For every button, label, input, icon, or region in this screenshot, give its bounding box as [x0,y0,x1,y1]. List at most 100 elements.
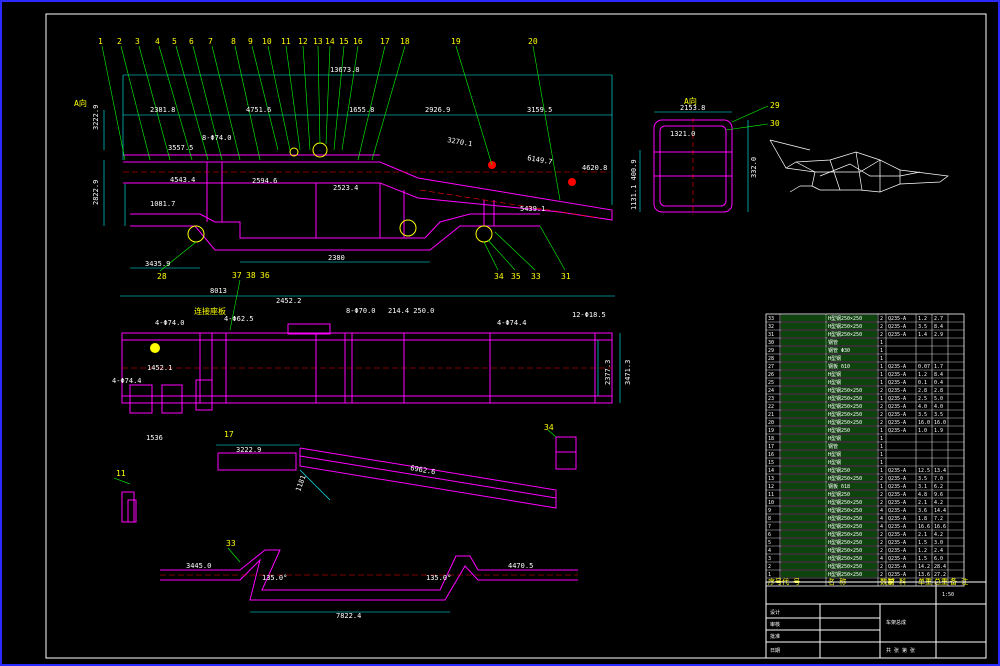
part-number-18: 18 [400,37,410,46]
parts-table-cell: Q235-A [888,332,906,338]
parts-table-cell: 1 [880,436,883,442]
dim-plan-214: 214.4 250.0 [388,307,434,315]
dim-8-phi74: 8-Φ74.0 [202,134,232,142]
parts-table-cell: 1 [880,396,883,402]
parts-table-cell: H型钢250×250 [828,531,862,538]
parts-table-cell: H型钢 [828,371,841,378]
parts-table-cell: 7 [768,524,771,530]
parts-table-row-highlight [781,339,877,345]
parts-table-row-highlight [781,555,877,561]
isometric-view [769,139,949,193]
parts-table-cell: H型钢250×250 [828,563,862,570]
parts-table-cell: H型钢250 [828,491,850,498]
part-number-6: 6 [189,37,194,46]
parts-table-cell: 8 [768,516,771,522]
parts-table-row-highlight [781,451,877,457]
dim-a-height-right: 332.0 [750,157,758,178]
parts-table-cell: 1.2 [918,548,927,554]
part-number-13: 13 [313,37,323,46]
parts-table-row-highlight [781,379,877,385]
dim-a-inner: 1321.0 [670,130,695,138]
dim-plan-1536: 1536 [146,434,163,442]
callout-37: 37 [232,271,242,280]
parts-table-cell: 1 [880,484,883,490]
parts-table-cell: 1 [880,444,883,450]
detail-dim-7822: 7822.4 [336,612,361,620]
dim-1655: 1655.8 [349,106,374,114]
parts-table-row-highlight [781,499,877,505]
callout-31: 31 [561,272,571,281]
parts-table-cell: Q235-A [888,484,906,490]
parts-table-cell: 1.2 [918,316,927,322]
parts-table-cell: 7.0 [934,476,943,482]
parts-table-cell: H型钢250×250 [828,387,862,394]
parts-table-cell: 20 [768,420,774,426]
parts-table-cell: 28.4 [934,564,946,570]
part-number-14: 14 [325,37,335,46]
parts-table-cell: 9 [768,508,771,514]
parts-table-row-highlight [781,347,877,353]
parts-table-cell: Q235-A [888,548,906,554]
parts-table-cell: 2.8 [934,388,943,394]
parts-table-cell: 33 [768,316,774,322]
parts-table-row-highlight [781,459,877,465]
parts-table-cell: 2 [880,492,883,498]
detail-dim-3445: 3445.0 [186,562,211,570]
parts-table-cell: Q235-A [888,500,906,506]
parts-table-cell: H型钢250 [828,427,850,434]
parts-table-cell: 16 [768,452,774,458]
parts-table-cell: H型钢250×250 [828,571,862,578]
parts-table-cell: H型钢250×250 [828,555,862,562]
parts-table-row-highlight [781,355,877,361]
parts-table-cell: 0.1 [918,380,927,386]
parts-table-cell: 3.5 [918,324,927,330]
parts-table-cell: 1 [880,460,883,466]
parts-table-cell: 钢管 Φ30 [828,347,850,354]
parts-table-cell: 1.4 [918,332,927,338]
parts-table-cell: H型钢250 [828,467,850,474]
parts-table-cell: 1.7 [934,364,943,370]
dim-a-height-left: 1131.1 400.9 [630,159,638,210]
dim-a-width: 2153.8 [680,104,705,112]
dim-2380: 2380 [328,254,345,262]
parts-table-cell: 钢板 δ10 [828,363,850,370]
parts-table-cell: 2 [880,476,883,482]
parts-table-row-highlight [781,507,877,513]
parts-table-row-highlight [781,363,877,369]
parts-table-cell: 3.6 [918,508,927,514]
parts-table-cell: H型钢250×250 [828,403,862,410]
dim-3557: 3557.5 [168,144,193,152]
parts-table-cell: 16.6 [918,524,930,530]
parts-table-cell: 2 [880,388,883,394]
parts-table-row-highlight [781,331,877,337]
parts-table-cell: 2 [880,540,883,546]
part-number-2: 2 [117,37,122,46]
detail-dim-4470: 4470.5 [508,562,533,570]
dim-2822: 2822.9 [92,180,100,205]
part-number-3: 3 [135,37,140,46]
parts-table-cell: Q235-A [888,508,906,514]
parts-table-cell: 3.5 [918,476,927,482]
parts-table-cell: H型钢250×250 [828,395,862,402]
parts-table-cell: 27 [768,364,774,370]
parts-table-cell: 11 [768,492,774,498]
parts-table-cell: 17 [768,444,774,450]
parts-table-cell: 1.5 [918,556,927,562]
parts-table-cell: 27.2 [934,572,946,578]
parts-table-cell: 7.2 [934,516,943,522]
parts-table-cell: 钢管 [828,339,838,346]
parts-table-cell: 6.2 [934,484,943,490]
parts-table-cell: 31 [768,332,774,338]
parts-table-cell: 1 [880,340,883,346]
parts-table-cell: Q235-A [888,380,906,386]
dim-3222: 3222.9 [92,105,100,130]
parts-table-cell: 3 [768,556,771,562]
parts-table-cell: 1 [880,356,883,362]
parts-table-cell: H型钢250×250 [828,547,862,554]
parts-table-cell: Q235-A [888,476,906,482]
parts-table-cell: 1.8 [918,516,927,522]
parts-table-cell: 4 [880,508,883,514]
detail-angle-a: 135.0° [262,574,287,582]
